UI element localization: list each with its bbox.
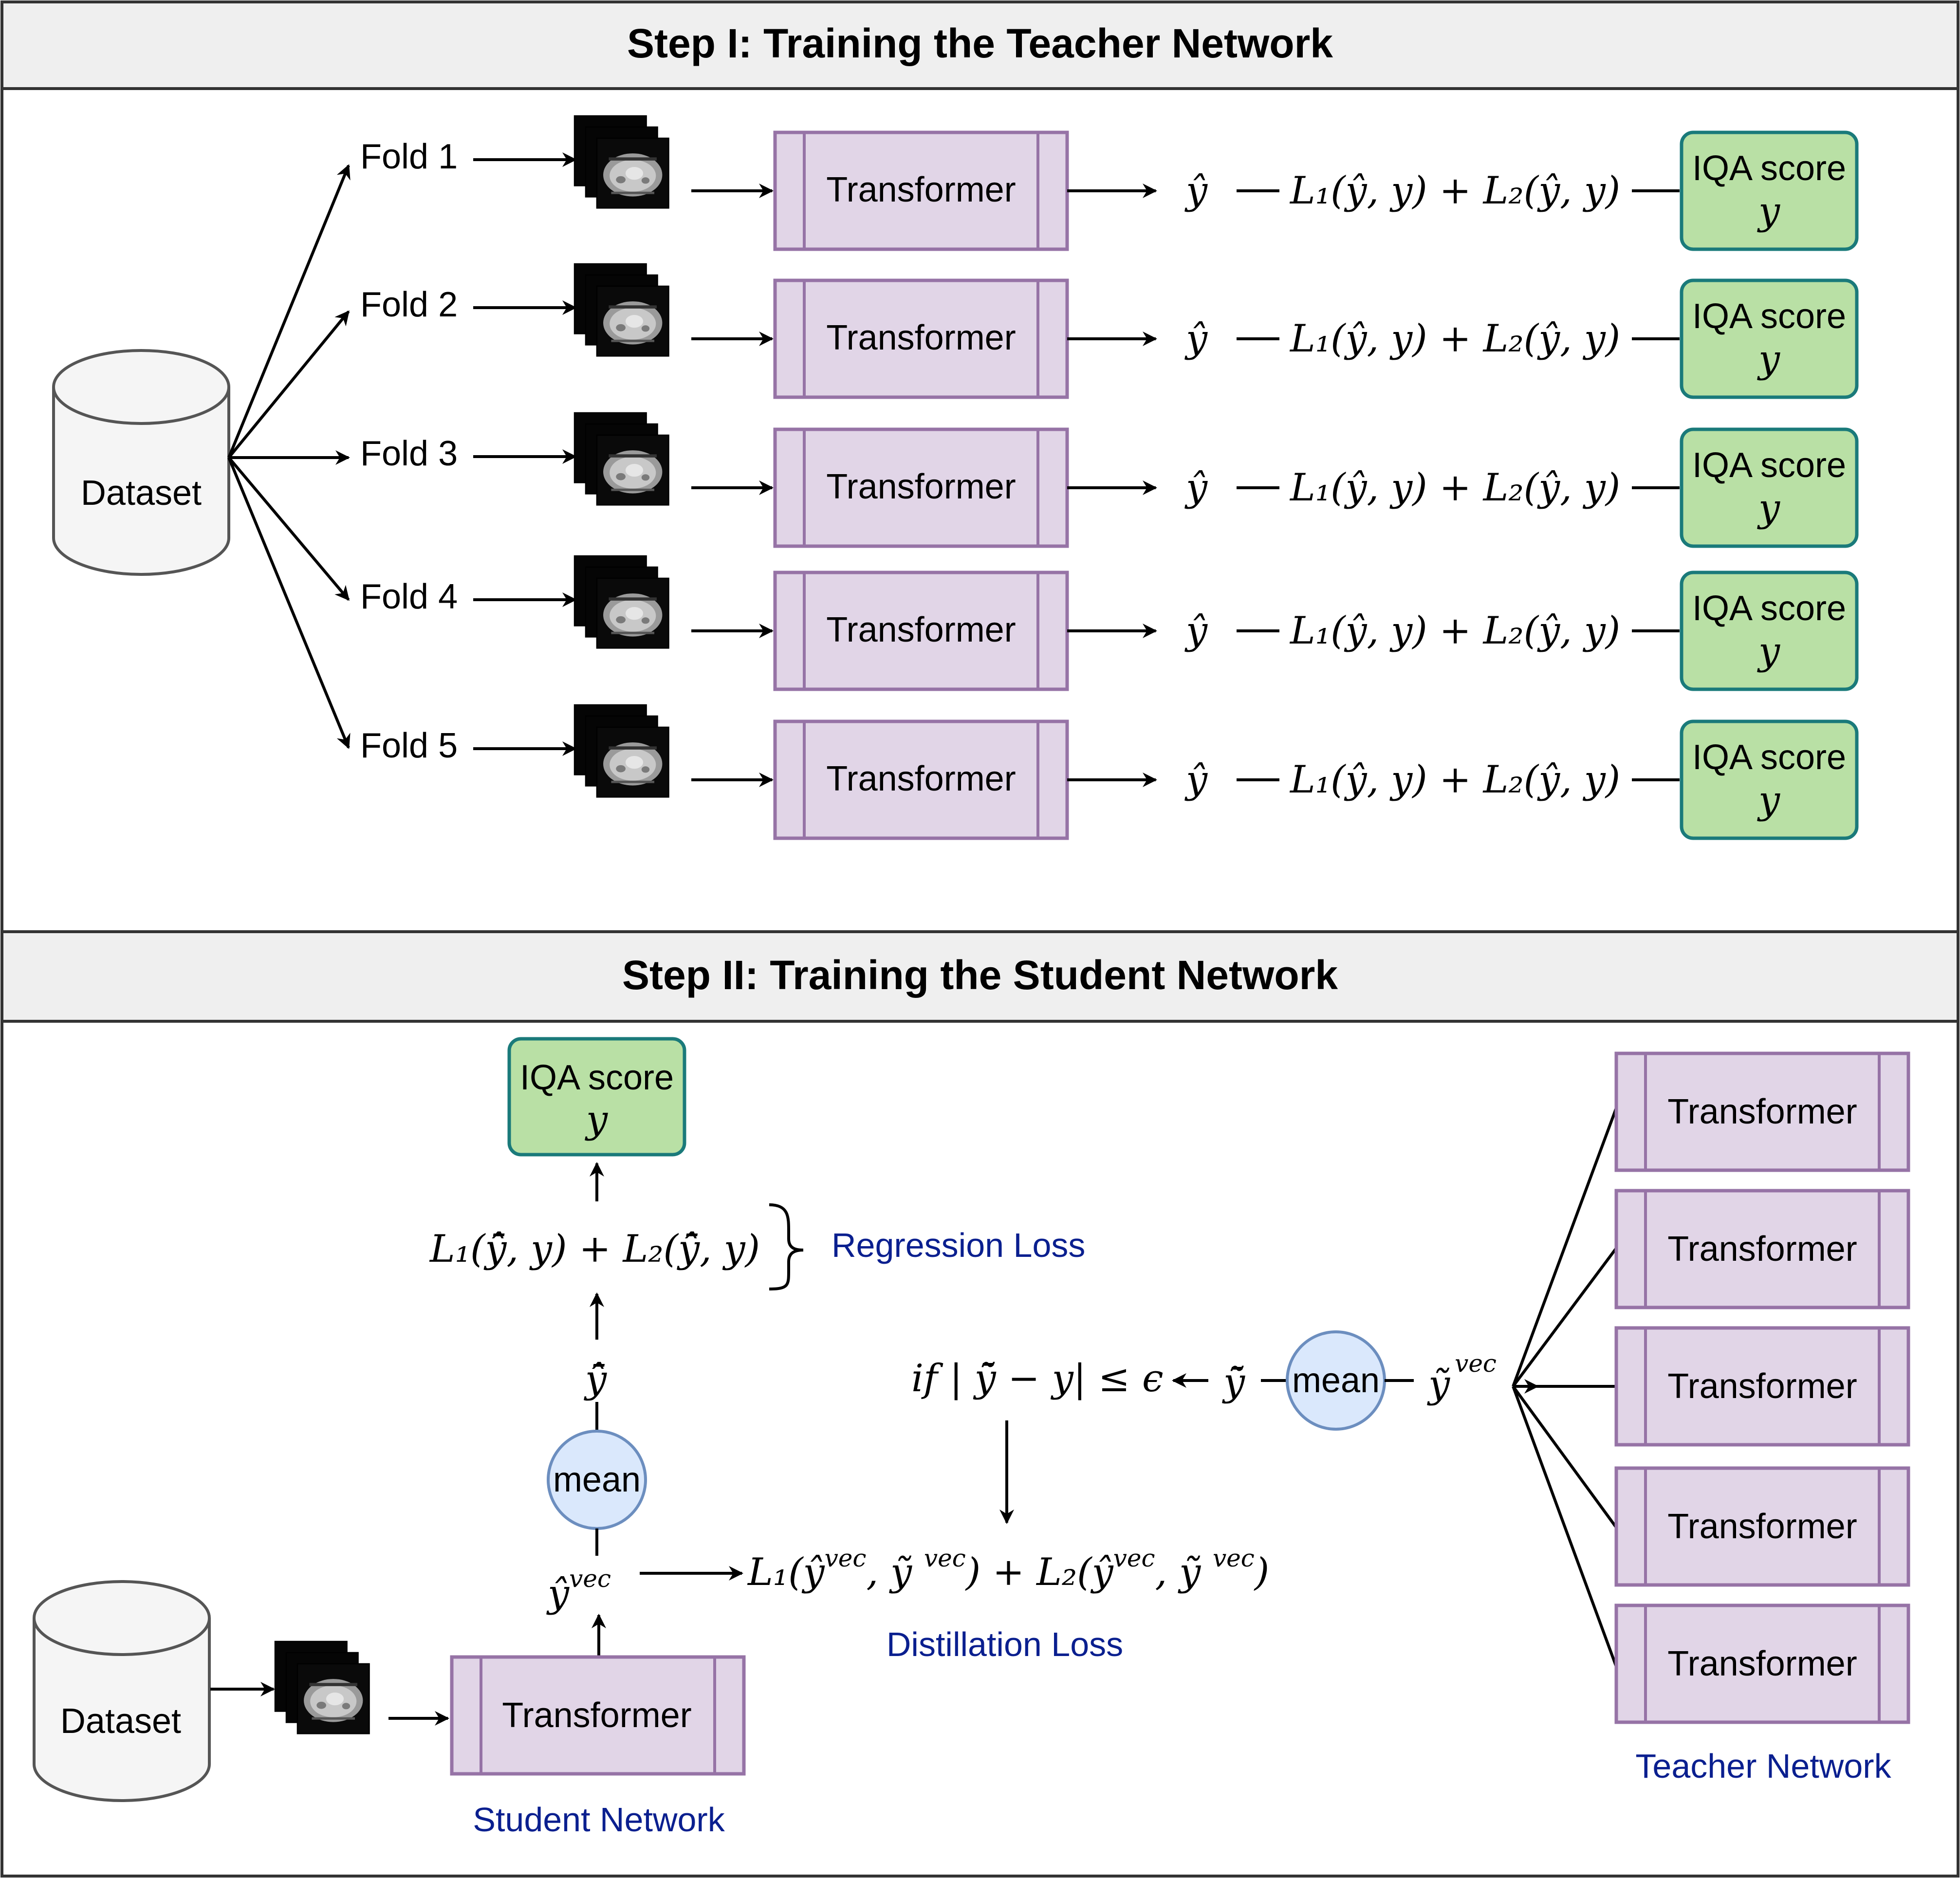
ct-image-stack: [573, 412, 669, 506]
y-hat-bar-student: ȳ̂: [584, 1358, 607, 1401]
teacher-transformer-label: Transformer: [1667, 1092, 1857, 1131]
loss-formula: L₁(ŷ, y) + L₂(ŷ, y): [1289, 169, 1620, 213]
loss-formula: L₁(ŷ, y) + L₂(ŷ, y): [1289, 609, 1620, 653]
ct-image-stack: [573, 115, 669, 209]
condition-text: if | ȳ̃ − y| ≤ ϵ: [911, 1357, 1164, 1400]
fold-label: Fold 4: [360, 577, 458, 616]
transformer-box: Transformer: [773, 719, 1069, 840]
fold-label: Fold 1: [360, 137, 458, 176]
iqa-score-var: y: [1757, 337, 1780, 381]
iqa-score-title-student: IQA score: [520, 1058, 674, 1097]
teacher-fan-lines: [1512, 1107, 1631, 1668]
student-network-label: Student Network: [473, 1801, 725, 1839]
student-transformer-box: Transformer: [450, 1655, 746, 1776]
iqa-score-box-student: IQA score y: [507, 1037, 686, 1157]
distillation-loss-formula: L₁(ŷvec, ỹ vec) + L₂(ŷvec, ỹ vec): [747, 1544, 1269, 1594]
transformer-box: Transformer: [773, 278, 1069, 399]
student-transformer-label: Transformer: [502, 1696, 691, 1735]
y-hat: ŷ: [1184, 609, 1208, 653]
iqa-score-var: y: [1757, 189, 1780, 233]
dataset-label-step2: Dataset: [60, 1702, 181, 1741]
mean-label-student: mean: [553, 1460, 641, 1499]
fold-label: Fold 2: [360, 285, 458, 324]
fold-label: Fold 5: [360, 726, 458, 765]
mean-label-teacher: mean: [1292, 1361, 1380, 1400]
y-hat-vec-student: ŷvec: [546, 1565, 611, 1616]
fold-label: Fold 3: [360, 434, 458, 473]
iqa-score-title: IQA score: [1692, 738, 1846, 777]
mean-circle-teacher: mean: [1286, 1330, 1386, 1431]
fold-row-3: Fold 3 Transformer ŷ L₁(ŷ, y) + L₂(ŷ, y) IQA…: [229, 412, 1859, 548]
step2-header: [0, 930, 1960, 1023]
ct-image-stack: [573, 704, 669, 798]
transformer-label: Transformer: [826, 170, 1016, 209]
ct-image-stack: [573, 555, 669, 649]
transformer-box: Transformer: [773, 571, 1069, 691]
loss-formula: L₁(ŷ, y) + L₂(ŷ, y): [1289, 758, 1620, 802]
transformer-box: Transformer: [773, 130, 1069, 251]
teacher-transformer-label: Transformer: [1667, 1230, 1857, 1269]
iqa-score-title: IQA score: [1692, 149, 1846, 188]
teacher-transformers: TransformerTransformerTransformerTransfo…: [1614, 1051, 1910, 1724]
mean-circle-student: mean: [547, 1430, 647, 1530]
dataset-cylinder-step1: Dataset: [52, 349, 230, 576]
iqa-score-title: IQA score: [1692, 297, 1846, 336]
teacher-transformer-label: Transformer: [1667, 1507, 1857, 1546]
iqa-score-var: y: [1757, 778, 1780, 822]
fan-arrow: [227, 457, 350, 601]
transformer-label: Transformer: [826, 759, 1016, 798]
fan-arrow: [227, 164, 351, 459]
regression-loss-formula: L₁(ȳ̂, y) + L₂(ȳ̂, y): [429, 1227, 760, 1271]
step1-title: Step I: Training the Teacher Network: [627, 20, 1333, 66]
iqa-score-title: IQA score: [1692, 589, 1846, 628]
ct-image-stack: [573, 263, 669, 357]
teacher-transformer-label: Transformer: [1667, 1644, 1857, 1683]
loss-formula: L₁(ŷ, y) + L₂(ŷ, y): [1289, 466, 1620, 510]
ct-image-stack-student: [274, 1640, 370, 1734]
dataset-cylinder-step2: Dataset: [33, 1580, 211, 1802]
fan-arrow: [227, 310, 350, 459]
iqa-score-var: y: [1757, 486, 1780, 530]
y-tilde-bar: ȳ̃: [1222, 1361, 1245, 1404]
transformer-label: Transformer: [826, 318, 1016, 357]
teacher-transformer-box-4: Transformer: [1614, 1466, 1910, 1587]
teacher-transformer-box-5: Transformer: [1614, 1603, 1910, 1724]
teacher-transformer-box-3: Transformer: [1614, 1326, 1910, 1447]
step1-header: [0, 0, 1960, 90]
y-hat: ŷ: [1184, 758, 1208, 802]
iqa-score-var: y: [1757, 629, 1780, 673]
transformer-box: Transformer: [773, 427, 1069, 548]
teacher-transformer-box-2: Transformer: [1614, 1189, 1910, 1309]
teacher-transformer-label: Transformer: [1667, 1367, 1857, 1406]
teacher-network-label: Teacher Network: [1635, 1747, 1891, 1785]
regression-loss-label: Regression Loss: [832, 1226, 1085, 1264]
loss-formula: L₁(ŷ, y) + L₂(ŷ, y): [1289, 317, 1620, 361]
fan-arrow: [227, 457, 351, 749]
step2-title: Step II: Training the Student Network: [622, 952, 1338, 998]
transformer-label: Transformer: [826, 467, 1016, 506]
fold-row-2: Fold 2 Transformer ŷ L₁(ŷ, y) + L₂(ŷ, y) IQA…: [227, 263, 1859, 459]
y-hat: ŷ: [1184, 169, 1208, 213]
iqa-score-var-student: y: [585, 1098, 608, 1142]
dataset-label-step1: Dataset: [81, 474, 202, 513]
distillation-loss-label: Distillation Loss: [887, 1625, 1123, 1663]
y-hat: ŷ: [1184, 466, 1208, 510]
teacher-transformer-box-1: Transformer: [1614, 1051, 1910, 1172]
iqa-score-title: IQA score: [1692, 446, 1846, 485]
y-hat: ŷ: [1184, 317, 1208, 361]
transformer-label: Transformer: [826, 610, 1016, 649]
regression-brace: [769, 1203, 804, 1290]
